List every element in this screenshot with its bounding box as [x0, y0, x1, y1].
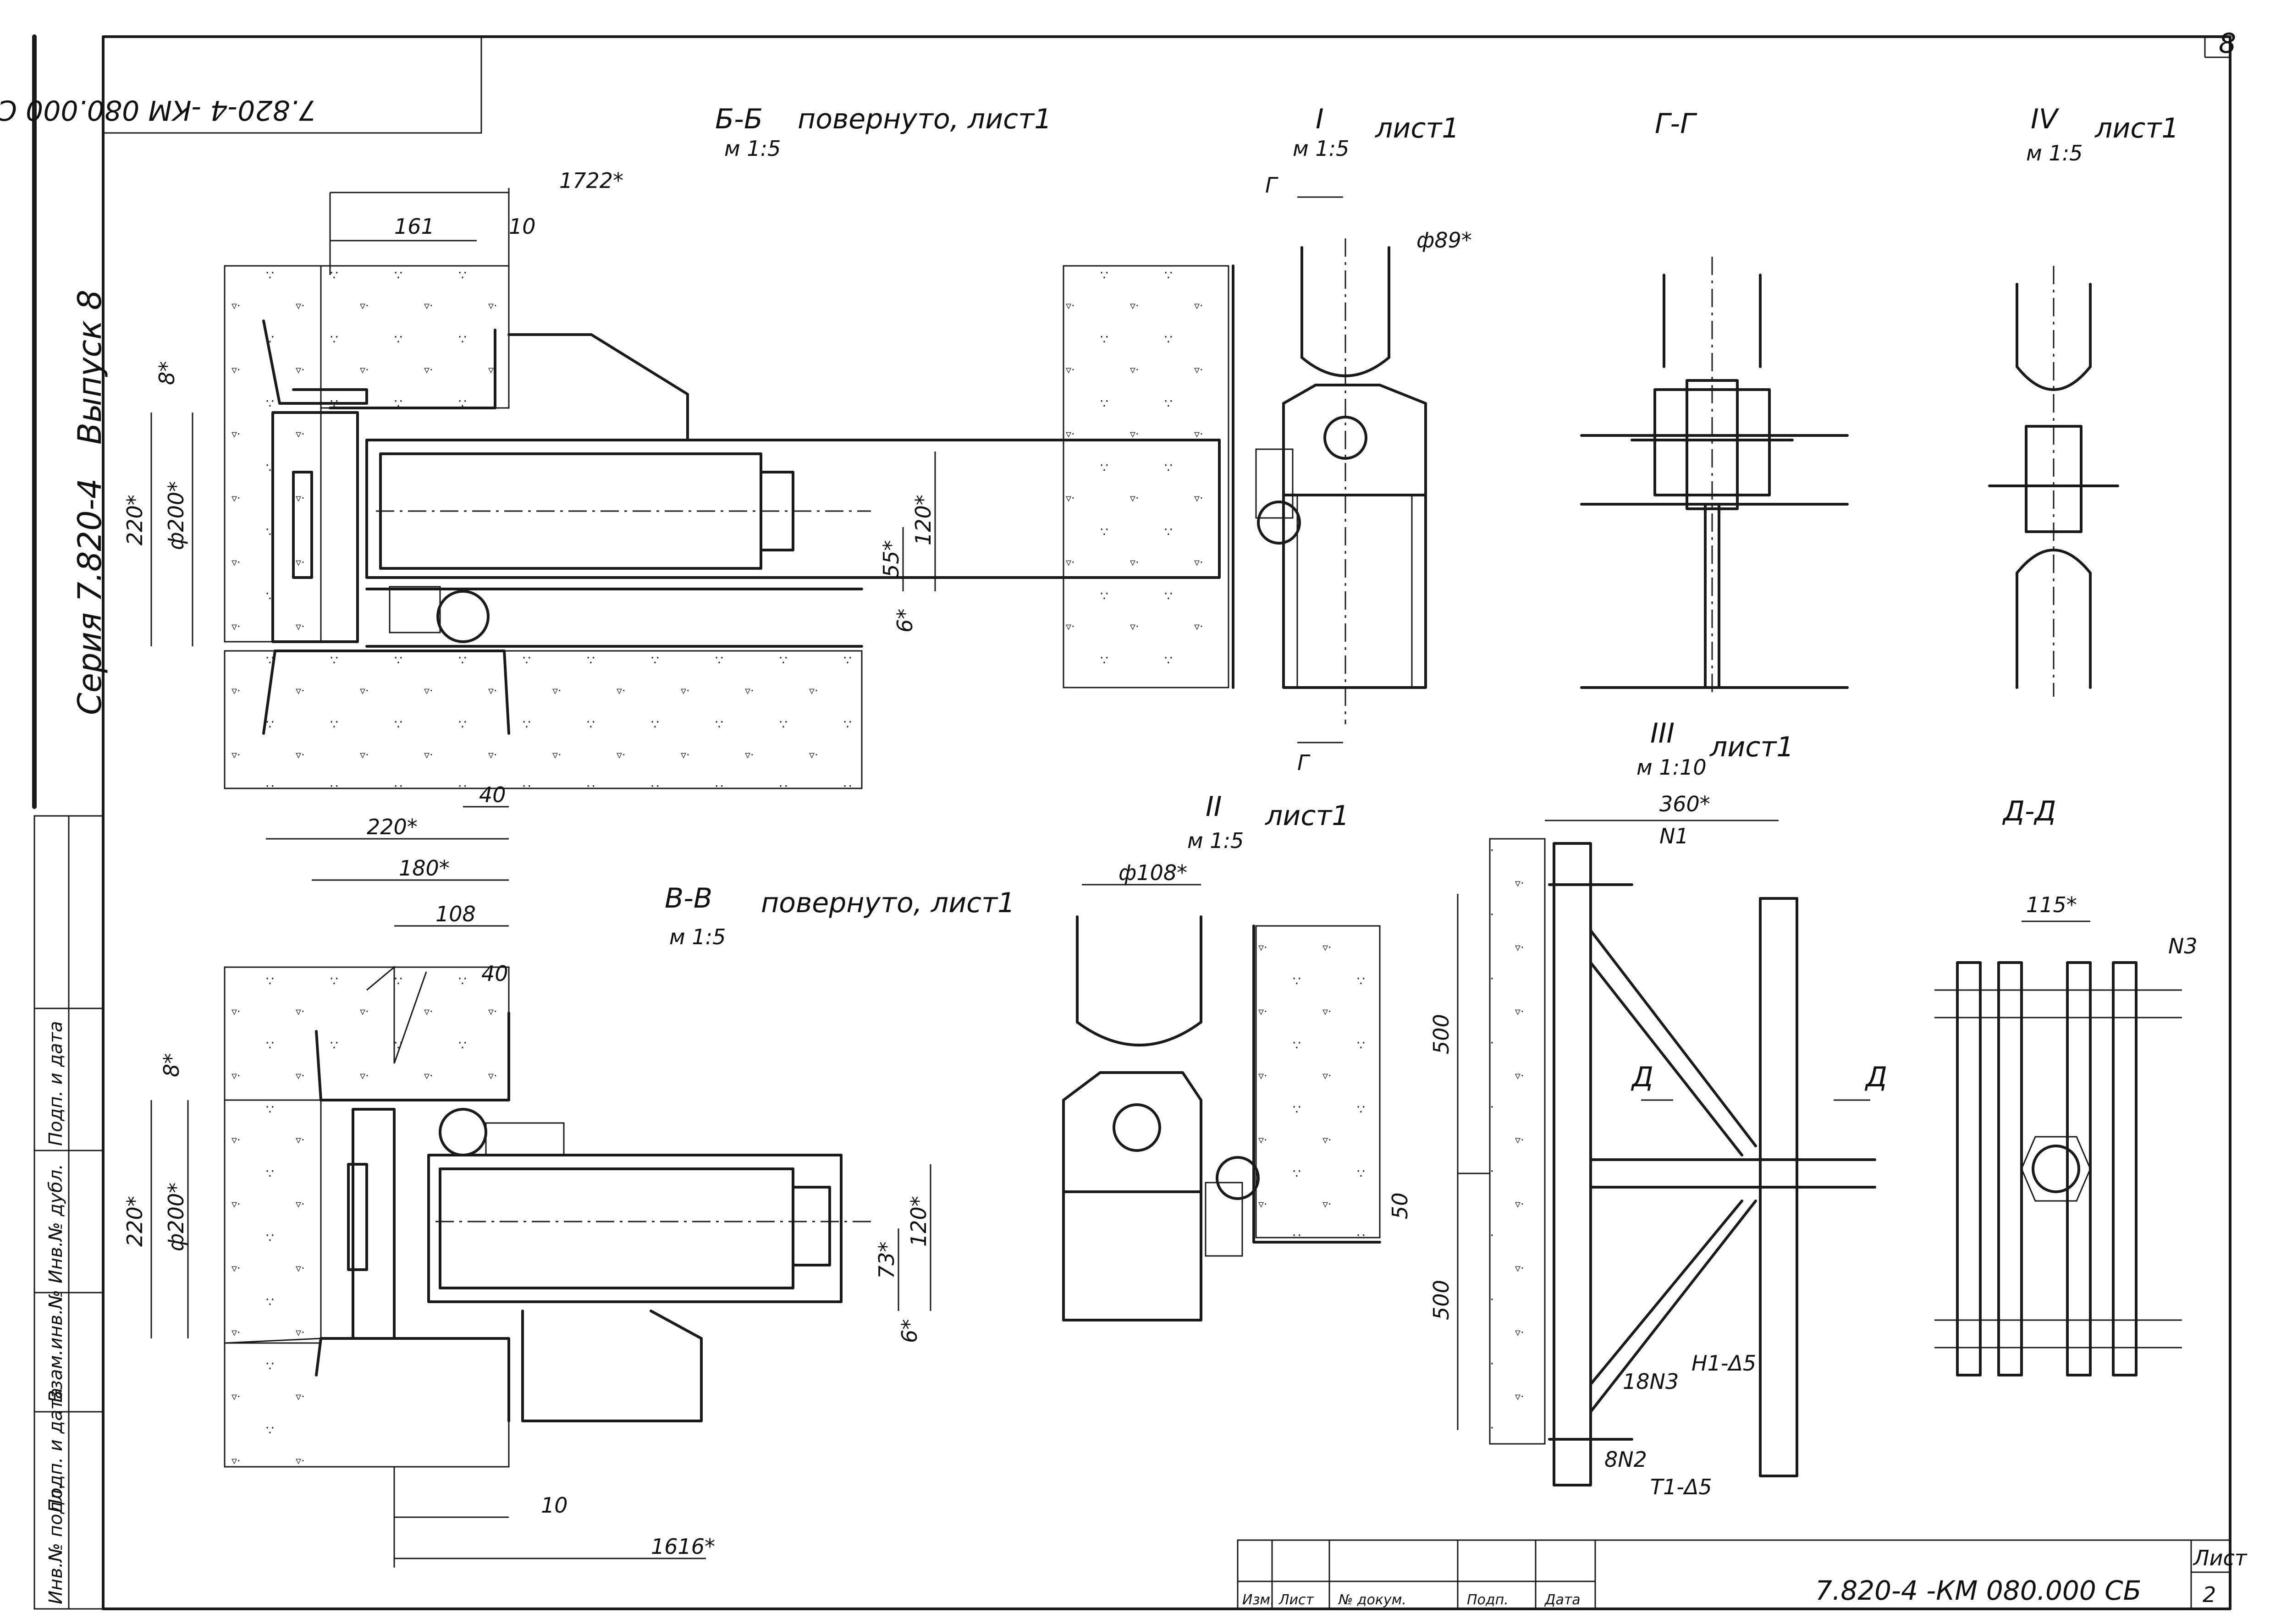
dim-vv-40: 40: [481, 961, 508, 986]
view-bb-label: Б-Б: [715, 103, 763, 135]
view-2-drawing: [1062, 884, 1381, 1321]
dim-vv-108: 108: [435, 902, 476, 926]
view-2-note: лист1: [1265, 800, 1349, 832]
dim-bb-220h: 220*: [367, 815, 418, 839]
dim-v2-50: 50: [1388, 1192, 1412, 1219]
view-gg-drawing: [1580, 257, 1849, 697]
dim-v3-d-right: Д: [1864, 1061, 1887, 1093]
dim-bb-55: 55*: [879, 540, 904, 578]
title-col-izm: Изм.: [1242, 1592, 1275, 1608]
dim-vv-220: 220*: [122, 1196, 147, 1247]
title-col-sign: Подп.: [1467, 1592, 1509, 1608]
dim-vv-6: 6*: [897, 1319, 922, 1343]
stamp-label-5: Подп. и дата: [45, 1021, 66, 1146]
view-2-scale: м 1:5: [1187, 828, 1244, 853]
dim-vv-8: 8*: [159, 1053, 184, 1077]
title-col-doc: № докум.: [1338, 1592, 1406, 1608]
view-1-scale: м 1:5: [1293, 136, 1349, 161]
dim-dd-n3: N3: [2168, 934, 2198, 958]
dim-vv-1616: 1616*: [651, 1534, 715, 1559]
dim-v3-360: 360*: [1659, 792, 1710, 816]
view-3-label: III: [1650, 717, 1675, 749]
dim-bb-120: 120*: [911, 495, 936, 545]
view-dd-label: Д-Д: [2002, 795, 2056, 827]
dim-vv-d200: ф200*: [164, 1183, 188, 1251]
dim-v3-500-bottom: 500: [1429, 1280, 1454, 1320]
dim-vv-120: 120*: [906, 1196, 931, 1247]
view-2-label: II: [1206, 791, 1222, 823]
view-3-note: лист1: [1709, 731, 1794, 763]
stamp-label-2: Подп. и дата: [45, 1388, 66, 1513]
title-block-grid: [1237, 1539, 2231, 1610]
dim-bb-8: 8*: [154, 361, 179, 385]
view-3-scale: м 1:10: [1636, 755, 1707, 780]
dim-bb-10: 10: [509, 214, 536, 239]
dim-v3-8n2: 8N2: [1604, 1447, 1647, 1472]
dim-v2-d108: ф108*: [1118, 860, 1187, 885]
dim-vv-180: 180*: [399, 856, 450, 881]
title-block-code: 7.820-4 -КМ 080.000 СБ: [1815, 1575, 2141, 1606]
title-block-sheet-value: 2: [2203, 1582, 2216, 1607]
stamp-label-1: Инв.№ подл.: [45, 1484, 66, 1604]
view-4-scale: м 1:5: [2026, 141, 2083, 165]
dim-v1-g-bottom: Г: [1297, 750, 1311, 775]
dim-dd-115: 115*: [2026, 892, 2077, 917]
view-1-drawing: [1063, 196, 1427, 743]
view-dd-drawing: [1934, 920, 2182, 1376]
dim-bb-d200: ф200*: [164, 481, 188, 550]
view-vv-scale: м 1:5: [669, 925, 726, 949]
dimension-labels: 1722* 161 10 8* 220* ф200* 120* 55* 6* 2…: [122, 168, 2198, 1559]
dim-bb-220v: 220*: [122, 495, 147, 545]
dim-bb-40: 40: [479, 782, 506, 807]
view-titles: Б-Б повернуто, лист1 м 1:5 В-В повернуто…: [665, 103, 2179, 949]
dim-v3-n1: N1: [1659, 824, 1689, 848]
side-issue-label: Выпуск 8: [71, 290, 109, 445]
dim-vv-10: 10: [541, 1493, 568, 1518]
dim-v3-18n3: 18N3: [1623, 1369, 1679, 1394]
view-4-drawing: [1988, 266, 2119, 697]
dim-v3-500-top: 500: [1429, 1014, 1454, 1054]
sheet-frame: [32, 34, 2231, 1610]
stamp-label-3: Взам.инв.№: [45, 1290, 66, 1403]
view-4-note: лист1: [2094, 112, 2179, 144]
view-vv-label: В-В: [665, 882, 712, 914]
dim-v3-d-left: Д: [1631, 1061, 1653, 1093]
stamp-label-4: Инв.№ дубл.: [45, 1164, 66, 1283]
view-vv-drawing: [150, 879, 931, 1568]
side-series-label: Серия 7.820-4: [71, 479, 109, 715]
sheet-labels: 8 7.820-4 -КМ 080.000 СБ Серия 7.820-4 В…: [0, 28, 2236, 1604]
dim-vv-73: 73*: [874, 1241, 899, 1279]
inverted-doc-code: 7.820-4 -КМ 080.000 СБ: [0, 94, 316, 126]
dim-v1-g-top: Г: [1265, 173, 1278, 198]
dim-v3-t1: T1-Δ5: [1650, 1475, 1712, 1499]
dim-bb-161: 161: [394, 214, 435, 239]
dim-v1-d89: ф89*: [1416, 228, 1472, 253]
view-gg-label: Г-Г: [1655, 108, 1697, 140]
dim-bb-1722: 1722*: [559, 168, 623, 193]
title-block-text: 7.820-4 -КМ 080.000 СБ Лист 2 Изм. Лист …: [1242, 1546, 2248, 1608]
top-sheet-number: 8: [2219, 28, 2236, 60]
title-col-list: Лист: [1278, 1592, 1315, 1608]
view-bb-drawing: [150, 188, 1221, 840]
view-3-drawing: [1457, 820, 1876, 1486]
title-col-date: Дата: [1544, 1592, 1581, 1608]
title-block-sheet-label: Лист: [2193, 1546, 2248, 1570]
view-bb-scale: м 1:5: [724, 136, 781, 161]
inverted-doc-box: [103, 37, 482, 134]
view-1-label: I: [1316, 103, 1324, 135]
view-1-note: лист1: [1375, 112, 1459, 144]
dim-bb-6: 6*: [893, 609, 917, 633]
view-vv-note: повернуто, лист1: [761, 887, 1015, 919]
dim-v3-h1: H1-Δ5: [1691, 1351, 1756, 1376]
view-bb-note: повернуто, лист1: [798, 103, 1052, 135]
view-4-label: IV: [2031, 103, 2060, 135]
